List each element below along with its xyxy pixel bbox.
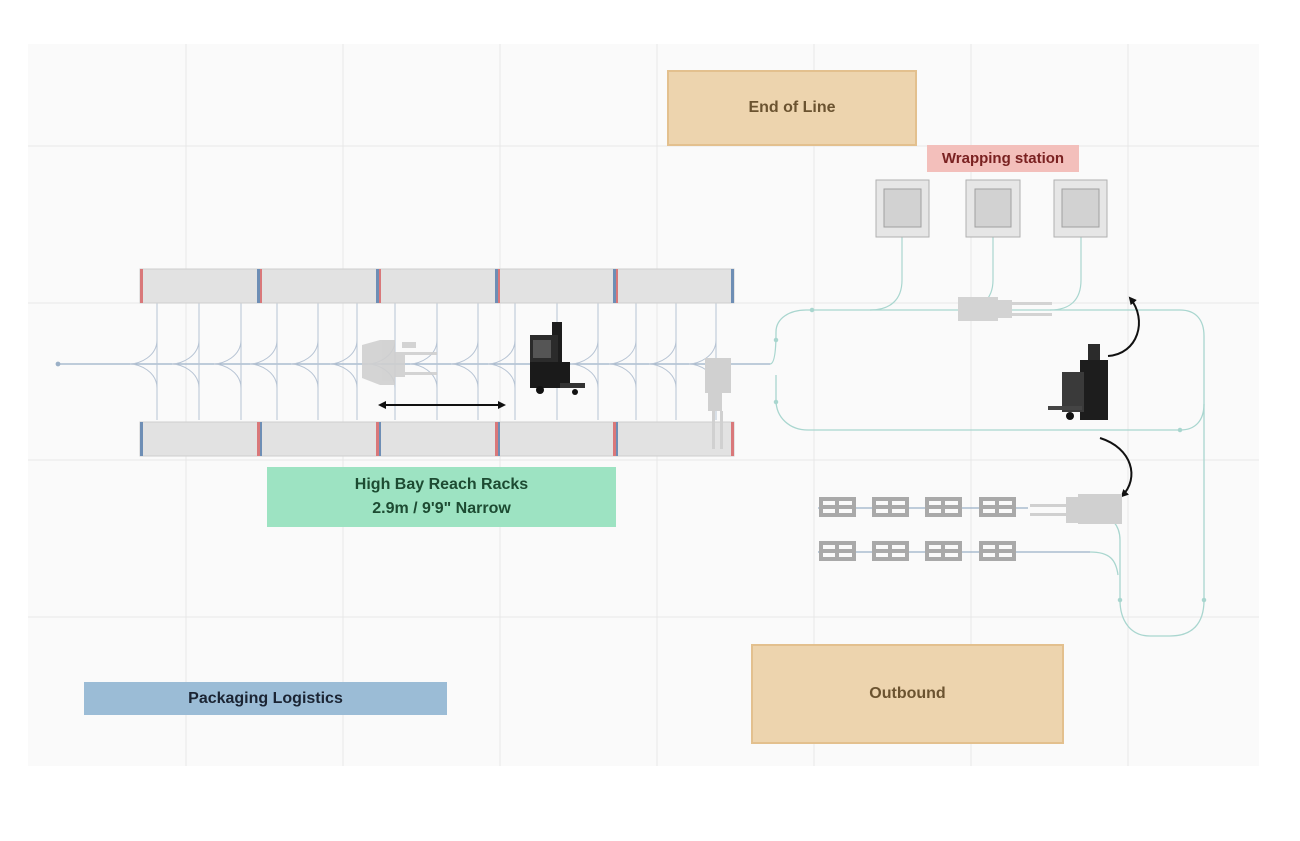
forklift-ghost-icon <box>1030 494 1122 524</box>
high-bay-racks-label: High Bay Reach Racks 2.9m / 9'9" Narrow <box>267 467 616 527</box>
pallet-icon <box>925 497 962 517</box>
pallet-icon <box>872 541 909 561</box>
pallet-icon <box>872 497 909 517</box>
end-of-line-zone: End of Line <box>667 70 917 146</box>
reach-truck-icon <box>1048 344 1108 420</box>
pallet-icon <box>979 497 1016 517</box>
reach-truck-icon <box>530 322 585 395</box>
outbound-zone: Outbound <box>751 644 1064 744</box>
loop-path <box>769 307 1207 637</box>
rack-subtitle: 2.9m / 9'9" Narrow <box>372 500 511 517</box>
pallet-icon <box>819 541 856 561</box>
wrapping-station-icon <box>875 179 930 238</box>
forklift-ghost-icon <box>705 358 731 449</box>
curved-arrow-icon <box>1099 296 1140 498</box>
wrapping-station-icon <box>965 179 1021 238</box>
forklift-ghost-icon <box>362 340 437 385</box>
rack-row-top <box>139 268 735 304</box>
wrapping-station-label: Wrapping station <box>927 145 1079 172</box>
pallet-icon <box>925 541 962 561</box>
pallet-icon <box>979 541 1016 561</box>
pallet-icon <box>819 497 856 517</box>
wrapping-station-icon <box>1053 179 1108 238</box>
rack-row-bottom <box>139 421 735 457</box>
forklift-ghost-icon <box>958 297 1052 321</box>
pallet-grid <box>819 497 1016 561</box>
packaging-logistics-label: Packaging Logistics <box>84 682 447 715</box>
rack-title: High Bay Reach Racks <box>354 476 529 493</box>
